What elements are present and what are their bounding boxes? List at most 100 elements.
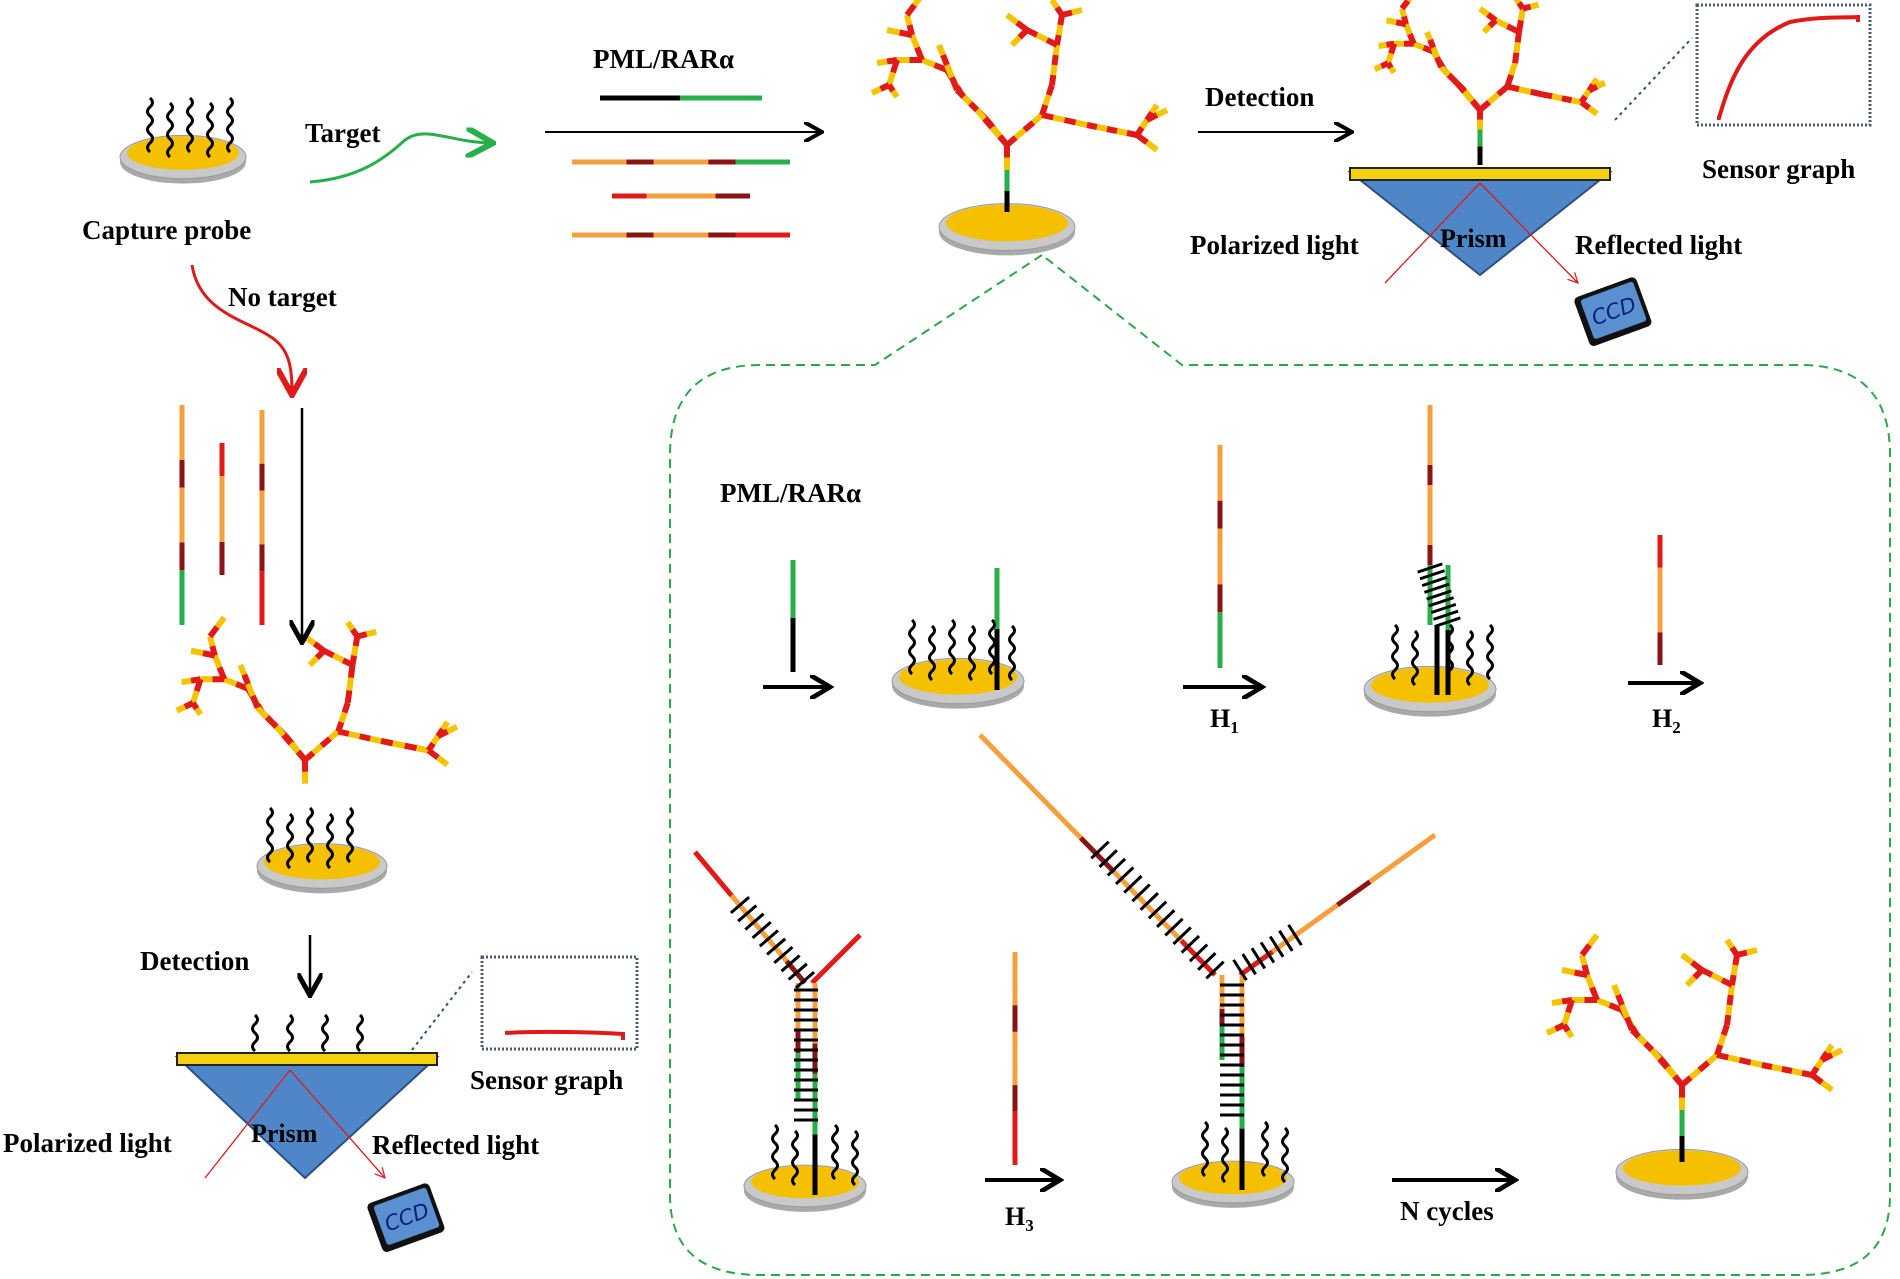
dendrimer-segment: [1729, 945, 1740, 957]
dendrimer-segment: [944, 63, 955, 79]
dendrimer-segment: [1116, 128, 1128, 136]
capture-probe-squiggle: [226, 96, 234, 154]
dendrimer-segment: [327, 729, 341, 741]
dendrimer-segment: [1385, 61, 1394, 70]
dendrimer-segment: [1388, 42, 1398, 55]
dendrimer-segment: [1139, 118, 1150, 130]
dendrimer-segment: [1595, 997, 1611, 1008]
dendrimer-segment: [1051, 54, 1059, 66]
dendrimer-segment: [1724, 938, 1735, 950]
dendrimer-segment: [237, 663, 247, 676]
dendrimer-segment: [1595, 80, 1607, 90]
dendrimer-segment: [982, 116, 995, 130]
dendrimer-segment: [211, 654, 223, 669]
dendrimer-segment: [1565, 1029, 1575, 1039]
dendrimer-segment: [1009, 35, 1022, 48]
dendrimer-segment: [989, 125, 1002, 139]
dendrimer-segment: [1541, 91, 1553, 100]
detection-label-left: Detection: [140, 946, 249, 976]
capture-probe-squiggle: [948, 618, 956, 676]
gold-electrode: [1615, 1148, 1749, 1200]
dendrimer-segment: [886, 27, 901, 36]
capture-probe-squiggle: [286, 812, 294, 870]
no-target-arrow: [190, 264, 292, 392]
capture-probe-squiggle: [1008, 624, 1016, 682]
dendrimer-segment: [1530, 88, 1544, 98]
dendrimer-segment: [190, 647, 204, 657]
dendrimer-segment: [1399, 7, 1407, 18]
dendrimer-segment: [241, 673, 251, 686]
duplex-ladder: [1232, 924, 1303, 981]
prism-top: [1347, 167, 1613, 283]
dendrimer-segment: [1035, 32, 1049, 43]
capture-probe-squiggle: [266, 806, 274, 864]
dendrimer-segment: [314, 648, 327, 660]
prism-label-top: Prism: [1440, 224, 1507, 253]
dendrimer-segment: [1736, 949, 1748, 958]
dendrimer-segment: [446, 724, 459, 735]
reflected-light-label-top: Reflected light: [1575, 230, 1742, 260]
dendrimer-segment: [1791, 1068, 1803, 1076]
capture-probe-squiggle: [146, 96, 154, 154]
dendrimer-segment: [1545, 1026, 1557, 1036]
dendrimer-segment: [1587, 933, 1600, 947]
dendrimer-segment: [1727, 1054, 1741, 1063]
capture-probe-squiggle: [1466, 629, 1474, 687]
h3-arm-right: [1368, 832, 1437, 884]
dendrimer-segment: [404, 742, 418, 752]
dendrimer-segment: [1469, 98, 1483, 112]
capture-probe-squiggle: [1221, 1126, 1229, 1184]
dendrimer-segment: [1561, 95, 1573, 104]
dendrimer-segment: [1700, 967, 1714, 978]
dendrimer-segment: [190, 701, 200, 711]
polarized-light-label-bottom: Polarized light: [3, 1128, 172, 1158]
capture-probe-squiggle: [831, 1123, 839, 1181]
dendrimer-segment: [1561, 967, 1576, 976]
dendrimer-segment: [347, 664, 356, 679]
dendrimer-segment: [1041, 112, 1054, 121]
dendrimer-segment: [1820, 1052, 1834, 1063]
target-arrow: [309, 134, 490, 184]
dendrimer-segment: [1052, 44, 1060, 56]
dendrimer-segment: [876, 58, 888, 66]
dendrimer-segment: [1149, 103, 1160, 115]
dendrimer-segment: [1551, 998, 1563, 1006]
dendrimer-segment: [1086, 122, 1098, 130]
prism-label-bottom: Prism: [251, 1119, 318, 1148]
dendrimer-segment: [245, 682, 256, 697]
dendrimer-segment: [1551, 93, 1563, 102]
capture-probe-squiggle: [851, 1129, 859, 1187]
dendrimer-segment: [183, 700, 195, 710]
dendrimer-segment: [1017, 27, 1030, 40]
h2-arm-right: [810, 933, 862, 985]
dendrimer-segment: [207, 625, 220, 639]
dendrimer-segment: [1824, 1043, 1835, 1055]
dendrimer-segment: [1061, 9, 1073, 18]
dendrimer-segment: [1590, 77, 1600, 87]
gold-electrode: [938, 203, 1076, 256]
capture-probe-squiggle: [206, 101, 214, 159]
dendrimer-segment: [1487, 18, 1498, 29]
n-cycles-label: N cycles: [1400, 1196, 1494, 1226]
dendrimer-segment: [1611, 983, 1621, 997]
dendrimer-segment: [288, 741, 301, 754]
dendrimer-segment: [1516, 1, 1526, 11]
dendrimer-segment: [1403, 23, 1413, 36]
dendrimer-segment: [1587, 83, 1599, 94]
dendrimer-segment: [1584, 973, 1595, 989]
dendrimer-segment: [322, 648, 335, 659]
dendrimer-segment: [1738, 1057, 1752, 1066]
dendrimer-segment: [1554, 1022, 1566, 1032]
dendrimer-segment: [1761, 1062, 1773, 1070]
duplex-ladder: [1417, 562, 1461, 628]
dendrimer-segment: [904, 3, 917, 17]
dendrimer-segment: [426, 748, 440, 761]
duplex-ladder: [1220, 983, 1244, 1117]
dendrimer-segment: [1579, 99, 1591, 111]
dendrimer-segment: [1478, 99, 1492, 113]
dendrimer-segment: [1619, 1003, 1630, 1019]
dendrimer-segment: [1385, 17, 1397, 26]
dendrimer-segment: [1380, 60, 1390, 70]
dendrimer-segment: [249, 694, 261, 709]
dendrimer-segment: [1636, 1034, 1648, 1046]
